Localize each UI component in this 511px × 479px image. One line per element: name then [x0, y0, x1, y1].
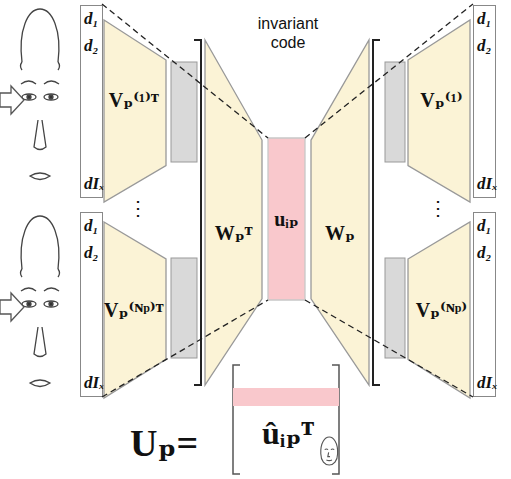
- invariant-code: uᵢₚ: [268, 138, 305, 300]
- dimension-label: d₁: [477, 216, 491, 236]
- dimension-label: d₂: [84, 36, 98, 56]
- shape-fill: [104, 20, 166, 202]
- shape-fill: [311, 40, 369, 385]
- face-illustration: [21, 216, 60, 387]
- dimension-label: dIₓ: [477, 174, 498, 194]
- code-block: [385, 62, 405, 162]
- matrix-label: Vₚ⁽¹⁾: [420, 88, 462, 112]
- dimension-label: d₁: [84, 216, 98, 236]
- input-vector: d₁ d₂ dIₓ: [80, 212, 103, 397]
- matrix-label: uᵢₚ: [274, 207, 299, 231]
- projection-trapezoid: Vₚ⁽¹⁾: [408, 20, 470, 202]
- matrix-label: Vₚ⁽¹⁾ᵀ: [109, 88, 159, 112]
- annotation: invariant code: [247, 14, 329, 52]
- matrix-label: Wₚ: [325, 221, 355, 245]
- projection-trapezoid: Vₚ⁽¹⁾ᵀ: [104, 20, 166, 202]
- input-arrow: [0, 86, 24, 114]
- ellipsis: ⋮: [128, 196, 148, 220]
- shape-fill: [205, 40, 262, 385]
- shape-outline: [311, 40, 369, 385]
- shape-fill: [104, 222, 166, 398]
- shape-fill: [408, 222, 470, 398]
- projection-trapezoid: Vₚ⁽ᴺᵖ⁾ᵀ: [104, 222, 166, 398]
- dimension-label: dIₓ: [477, 373, 498, 393]
- dimension-label: d₁: [477, 9, 491, 29]
- projection-trapezoid: Wₚ: [311, 40, 369, 385]
- code-block: [171, 258, 197, 358]
- shape-fill: [408, 20, 470, 202]
- matrix-bracket: [194, 40, 201, 385]
- matrix-label: Wₚᵀ: [215, 221, 253, 245]
- dimension-label: d₁: [84, 9, 98, 29]
- matrix-bracket: [332, 365, 339, 474]
- shape-fill: [268, 138, 305, 300]
- dimension-label: d₂: [477, 243, 491, 263]
- shape-outline: [205, 40, 262, 385]
- dimension-label: dIₓ: [84, 174, 105, 194]
- face-illustration: [21, 9, 60, 180]
- matrix-bracket: [373, 40, 380, 385]
- projection-trapezoid: Vₚ⁽ᴺᵖ⁾: [408, 222, 470, 398]
- dimension-label: d₂: [84, 243, 98, 263]
- matrix-label: Vₚ⁽ᴺᵖ⁾: [416, 298, 468, 322]
- face-icon: [321, 437, 338, 465]
- dimension-label: dIₓ: [84, 373, 105, 393]
- matrix-label: Vₚ⁽ᴺᵖ⁾ᵀ: [104, 298, 163, 322]
- input-arrow: [0, 293, 24, 321]
- output-vector: d₁ d₂ dIₓ: [473, 5, 496, 198]
- matrix-name: Uₚ=: [130, 420, 230, 465]
- code-row: [233, 388, 339, 406]
- matrix-row: ûᵢₚᵀ: [262, 414, 322, 452]
- code-block: [171, 62, 197, 162]
- matrix-bracket: [233, 365, 240, 474]
- output-vector: d₁ d₂ dIₓ: [473, 212, 496, 397]
- ellipsis: ⋮: [428, 196, 448, 220]
- dimension-label: d₂: [477, 36, 491, 56]
- projection-trapezoid: Wₚᵀ: [205, 40, 262, 385]
- input-vector: d₁ d₂ dIₓ: [80, 5, 103, 198]
- code-block: [385, 258, 405, 358]
